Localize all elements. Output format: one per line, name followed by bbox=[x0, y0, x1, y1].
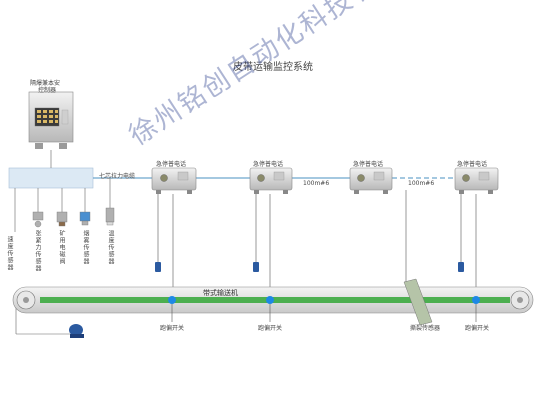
switch-label-1: 跑偏开关 bbox=[160, 325, 185, 332]
sensor-devices bbox=[32, 207, 115, 228]
switch-label-2: 跑偏开关 bbox=[258, 325, 283, 332]
sensor-label-temp: 温度传感器 bbox=[107, 230, 114, 265]
console-label-3: 急停普电话 bbox=[353, 161, 384, 168]
console-label-1: 急停普电话 bbox=[156, 161, 187, 168]
sensor-label-speed: 速度传感器 bbox=[6, 236, 13, 271]
controller-label-line2: 控制器 bbox=[38, 87, 57, 94]
link-label-2: 100m#6 bbox=[408, 180, 435, 187]
tear-sensor-label: 撕裂传感器 bbox=[410, 325, 441, 332]
sensor-label-valve: 矿用电磁阀 bbox=[58, 230, 65, 265]
cable-label: 七芯拉力电缆 bbox=[99, 173, 136, 180]
junction-panel bbox=[8, 167, 94, 189]
controller-label-line1: 隔爆兼本安 bbox=[30, 80, 61, 87]
belt-label: 带式输送机 bbox=[203, 289, 238, 297]
console-boxes bbox=[151, 167, 499, 194]
diagram-title: 皮带运输监控系统 bbox=[233, 62, 313, 73]
deviation-switch-heads bbox=[155, 262, 464, 272]
console-label-2: 急停普电话 bbox=[253, 161, 284, 168]
sensor-label-smoke: 烟雾传感器 bbox=[82, 230, 89, 265]
switch-label-3: 跑偏开关 bbox=[465, 325, 490, 332]
tear-sensor bbox=[403, 278, 433, 326]
link-label-1: 100m#6 bbox=[303, 180, 330, 187]
controller-box bbox=[28, 91, 74, 149]
speed-sensor bbox=[69, 324, 84, 338]
console-label-4: 急停普电话 bbox=[457, 161, 488, 168]
sensor-label-tension: 张紧力传感器 bbox=[34, 230, 41, 272]
belt-conveyor bbox=[12, 286, 534, 314]
